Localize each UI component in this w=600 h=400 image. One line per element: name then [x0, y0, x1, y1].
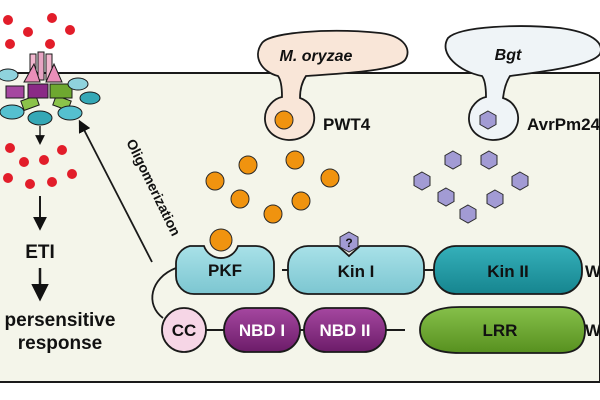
- ions-inside: [3, 143, 77, 189]
- resistosome: [0, 51, 101, 126]
- ion: [57, 145, 67, 155]
- purple-effectors: [413, 150, 529, 224]
- domain-pkf-label: PKF: [208, 261, 242, 280]
- hr-label-line1: persensitive: [5, 310, 116, 331]
- domain-cc-label: CC: [172, 321, 197, 340]
- purple-effector: [486, 189, 504, 209]
- orange-effector: [320, 168, 340, 188]
- orange-effector: [238, 155, 258, 175]
- domain-cc: [161, 307, 207, 353]
- domain-kin1-label: Kin I: [338, 262, 375, 281]
- ion: [45, 39, 55, 49]
- purple-effector: [480, 150, 498, 170]
- row-label-bottom: W: [585, 321, 600, 340]
- oligomerization-arrow: [78, 119, 153, 263]
- purple-effector: [444, 150, 462, 170]
- ion: [3, 15, 13, 25]
- orange-effector: [205, 171, 225, 191]
- domain-kin2: [433, 245, 583, 295]
- ion: [19, 157, 29, 167]
- ion: [47, 177, 57, 187]
- purple-effector: [511, 171, 529, 191]
- kinase-protein: [175, 228, 583, 295]
- effector-right-label: AvrPm24: [527, 115, 600, 134]
- orange-effector: [263, 204, 283, 224]
- ion: [65, 25, 75, 35]
- ion: [5, 143, 15, 153]
- pathogen-right-label: Bgt: [495, 47, 522, 64]
- hr-label-line2: response: [18, 333, 102, 354]
- purple-effector: [459, 204, 477, 224]
- ions-outside: [3, 13, 75, 49]
- ion: [25, 179, 35, 189]
- ion: [67, 169, 77, 179]
- domain-lrr-label: LRR: [483, 321, 518, 340]
- domain-nbd2-label: NBD II: [320, 321, 371, 340]
- effector-pwt4-dot: [274, 110, 294, 130]
- plant-cell: [0, 72, 600, 383]
- pathogen-bgt: [444, 25, 600, 141]
- eti-label: ETI: [25, 242, 55, 263]
- effector-left-label: PWT4: [323, 115, 371, 134]
- complex-bracket: [151, 267, 177, 319]
- question-mark: ?: [345, 236, 352, 250]
- ion: [3, 173, 13, 183]
- pathogen-m-oryzae: [257, 30, 409, 141]
- domain-kin2-label: Kin II: [487, 262, 529, 281]
- orange-effector: [291, 191, 311, 211]
- domain-lrr: [419, 306, 586, 354]
- domain-kin1: [287, 245, 425, 295]
- row-label-top: W: [585, 262, 600, 281]
- purple-effector: [437, 187, 455, 207]
- kin1-bound-effector: [339, 231, 359, 253]
- orange-effector: [230, 189, 250, 209]
- pkf-bound-effector: [209, 228, 233, 252]
- orange-effector: [285, 150, 305, 170]
- effector-avrpm24-hex: [479, 110, 497, 130]
- ion: [5, 39, 15, 49]
- domain-nbd2: [303, 307, 387, 353]
- domain-nbd1-label: NBD I: [239, 321, 285, 340]
- ion: [47, 13, 57, 23]
- pathogen-left-label: M. oryzae: [280, 48, 353, 65]
- ion: [23, 27, 33, 37]
- orange-effectors: [205, 150, 340, 224]
- purple-effector: [413, 171, 431, 191]
- nlr-protein: [161, 306, 586, 354]
- domain-pkf: [175, 245, 275, 295]
- ion: [39, 155, 49, 165]
- domain-nbd1: [223, 307, 301, 353]
